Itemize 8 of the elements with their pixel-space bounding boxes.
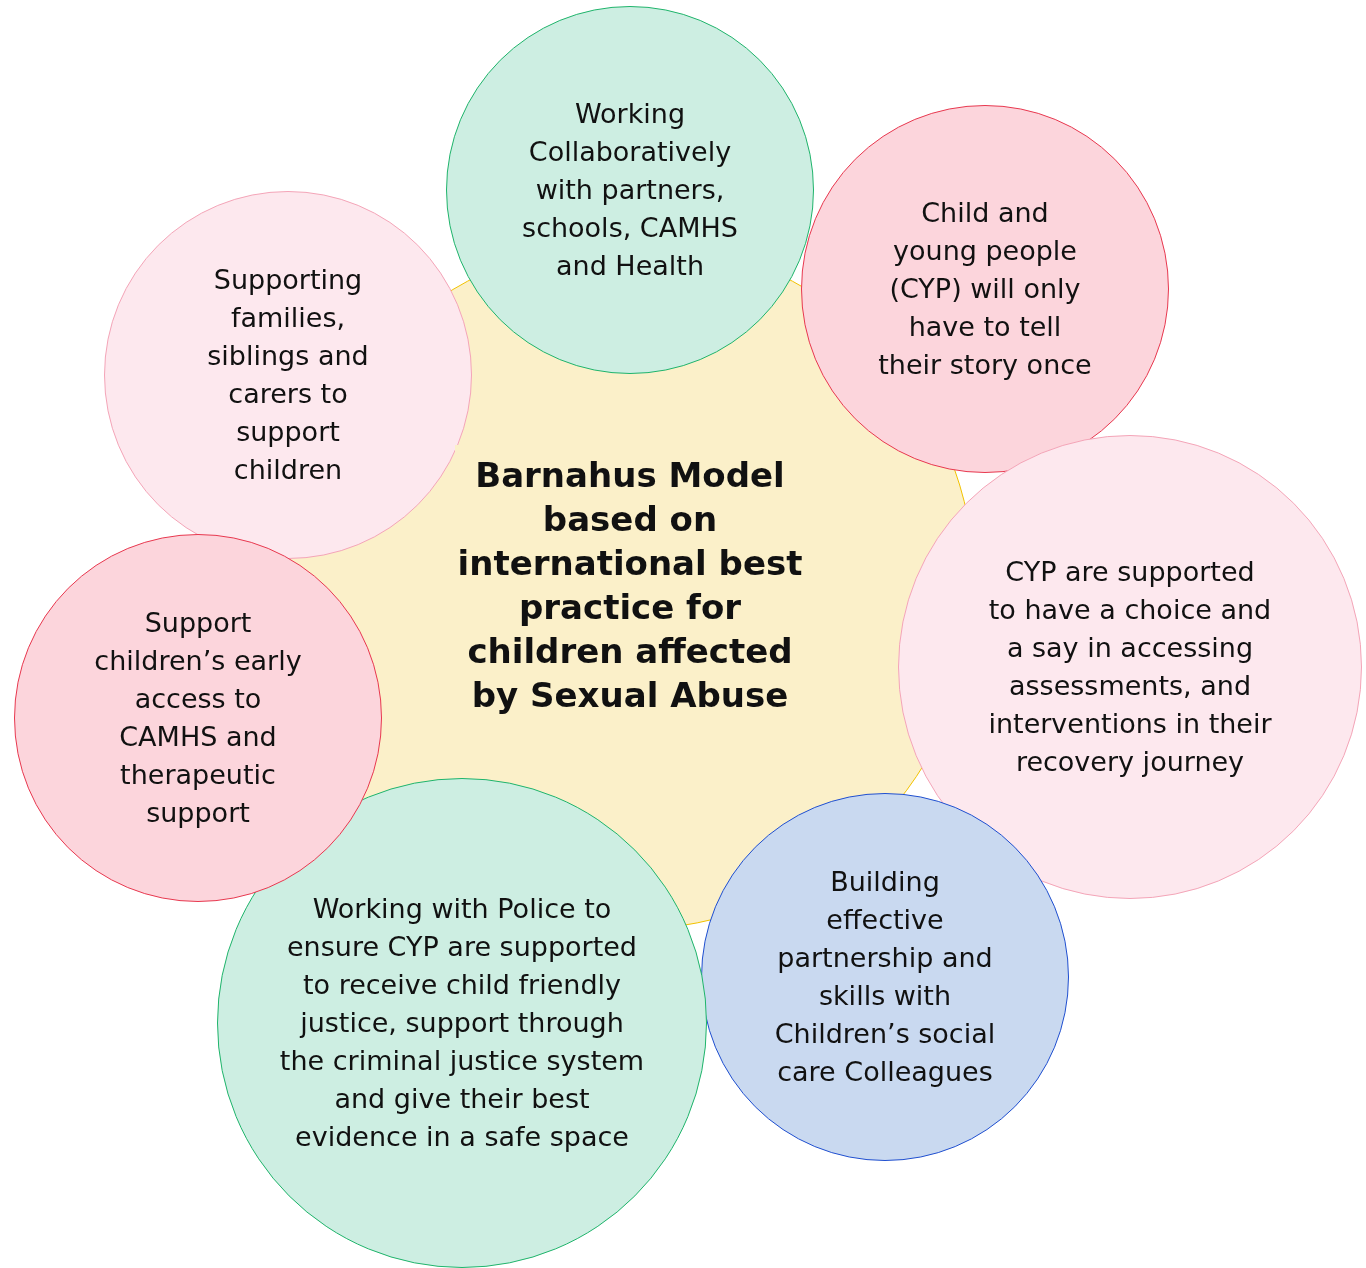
topic-text: Child and young people (CYP) will only have to tell their story once — [877, 196, 1093, 382]
topic-text: Supporting families, siblings and carers to support children — [206, 263, 370, 487]
model-title: Barnahus Model based on international best practice for children affected by Sexual Abuse — [456, 454, 804, 717]
topic-text: Working with Police to ensure CYP are supported to receive child friendly justice, support through the criminal justice system and give their best evidence in a safe space — [278, 892, 646, 1154]
topic-text: Working Collaboratively with partners, schools, CAMHS and Health — [521, 97, 739, 283]
topic-text: CYP are supported to have a choice and a say in accessing assessments, and interventions in their recovery journey — [987, 555, 1273, 779]
topic-text: Support children’s early access to CAMHS and therapeutic support — [93, 606, 303, 830]
topic-text: Building effective partnership and skills with Children’s social care Colleagues — [773, 865, 997, 1089]
